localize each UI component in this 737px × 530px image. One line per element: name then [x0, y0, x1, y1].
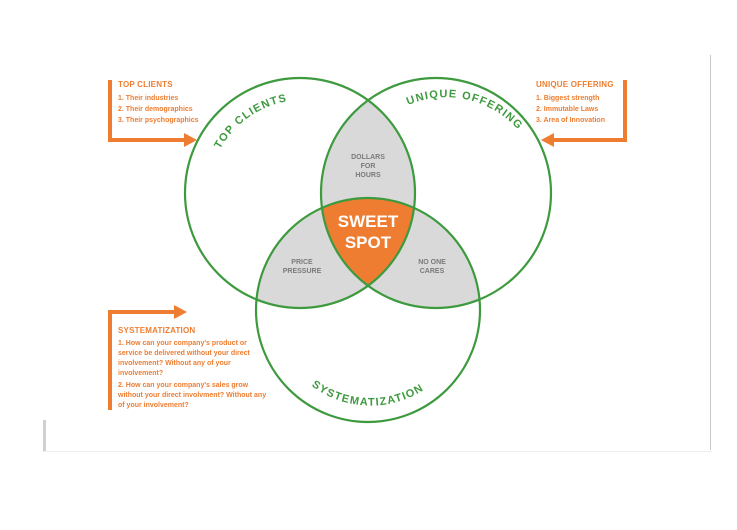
note-top-clients-title: TOP CLIENTS	[118, 80, 173, 89]
note-unique-offering: UNIQUE OFFERING 1. Biggest strength 2. I…	[536, 80, 626, 126]
region-label-for: FOR	[361, 163, 376, 170]
note-top-clients: TOP CLIENTS 1. Their industries 2. Their…	[118, 80, 228, 126]
label-systematization: SYSTEMATIZATION	[310, 378, 426, 408]
note-unique-offering-item: 1. Biggest strength	[536, 95, 600, 102]
circle-top-clients	[183, 76, 417, 310]
sweet-spot-line-2: SPOT	[345, 233, 392, 252]
region-label-pressure: PRESSURE	[283, 268, 322, 275]
note-systematization: SYSTEMATIZATION 1. How can your company'…	[118, 326, 268, 413]
frame-edge-bottom	[42, 451, 712, 452]
circle-systematization	[254, 196, 482, 424]
region-label-cares: CARES	[420, 268, 445, 275]
arrow-unique-offering	[541, 80, 627, 147]
arrow-systematization	[108, 305, 187, 410]
arrow-top-clients	[108, 80, 197, 147]
frame-edge-left	[43, 420, 46, 452]
note-top-clients-item: 3. Their psychographics	[118, 117, 199, 124]
overlap-top-system	[256, 198, 415, 308]
note-top-clients-item: 1. Their industries	[118, 95, 179, 102]
region-label-dollars: DOLLARS	[351, 154, 385, 161]
region-label-hours: HOURS	[355, 172, 381, 179]
note-unique-offering-item: 2. Immutable Laws	[536, 106, 599, 113]
note-systematization-title: SYSTEMATIZATION	[118, 326, 196, 335]
note-systematization-item: 1. How can your company's product or ser…	[118, 340, 250, 377]
note-unique-offering-item: 3. Area of Innovation	[536, 117, 605, 124]
note-top-clients-item: 2. Their demographics	[118, 106, 193, 113]
circle-unique-offering	[319, 76, 553, 310]
note-systematization-item: 2. How can your company's sales grow wit…	[118, 382, 267, 409]
label-unique-offering: UNIQUE OFFERING	[405, 88, 525, 132]
region-label-no-one: NO ONE	[418, 259, 446, 266]
overlap-unique-system	[321, 198, 480, 308]
region-label-price: PRICE	[291, 259, 313, 266]
frame-edge-right	[710, 55, 711, 450]
sweet-spot-line-1: SWEET	[338, 212, 399, 231]
note-unique-offering-title: UNIQUE OFFERING	[536, 80, 614, 89]
